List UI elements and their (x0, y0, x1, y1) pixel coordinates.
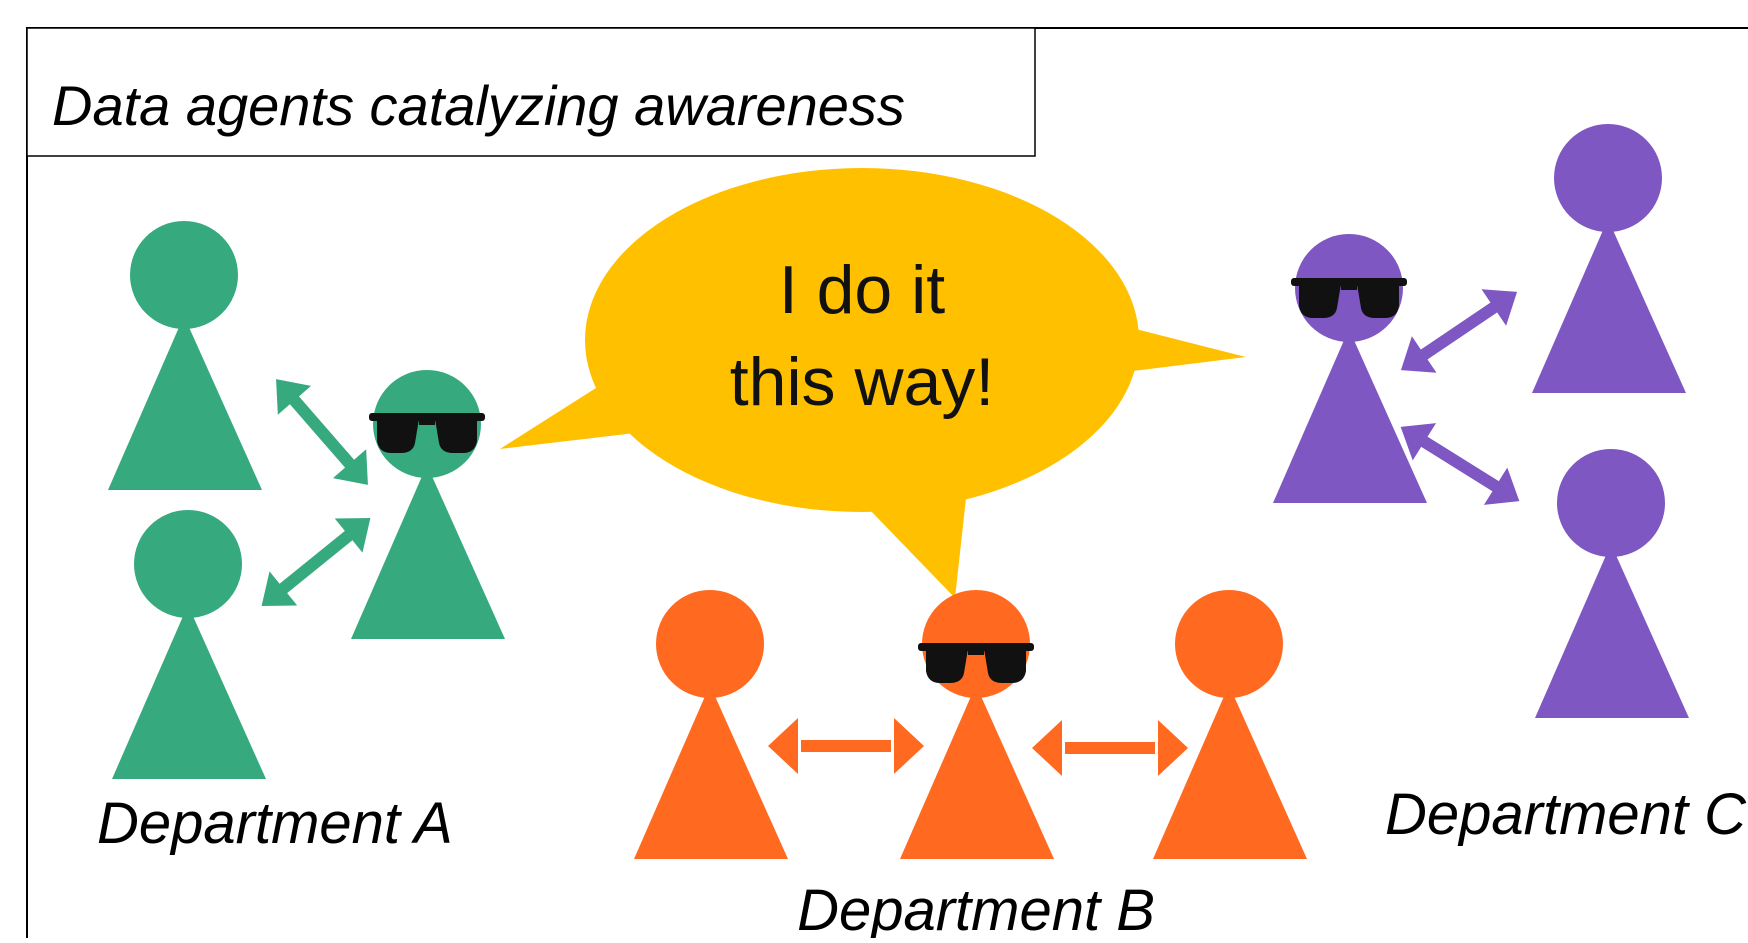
double-arrow-icon (768, 718, 924, 774)
page-title: Data agents catalyzing awareness (52, 74, 905, 137)
double-arrow-icon (276, 379, 368, 485)
department-b: Department B (634, 590, 1307, 943)
department-a: Department A (97, 221, 505, 856)
person-icon (1153, 590, 1307, 859)
department-b-label: Department B (797, 878, 1155, 938)
department-c-label: Department C (1385, 782, 1747, 847)
speech-bubble-icon: I do it this way! (500, 168, 1246, 598)
double-arrow-icon (261, 517, 371, 607)
speech-bubble-line-2: this way! (730, 344, 995, 420)
department-a-label: Department A (97, 791, 453, 856)
title-box: Data agents catalyzing awareness (26, 27, 1036, 157)
person-icon-agent (351, 370, 505, 639)
double-arrow-icon (1400, 423, 1520, 505)
person-icon (1532, 124, 1686, 393)
person-icon-agent (900, 590, 1054, 859)
person-icon (112, 510, 266, 779)
person-icon (634, 590, 788, 859)
double-arrow-icon (1400, 289, 1518, 373)
speech-bubble-line-1: I do it (779, 252, 945, 328)
person-icon (108, 221, 262, 490)
person-icon (1535, 449, 1689, 718)
double-arrow-icon (1032, 720, 1188, 776)
department-c: Department C (1273, 124, 1747, 847)
